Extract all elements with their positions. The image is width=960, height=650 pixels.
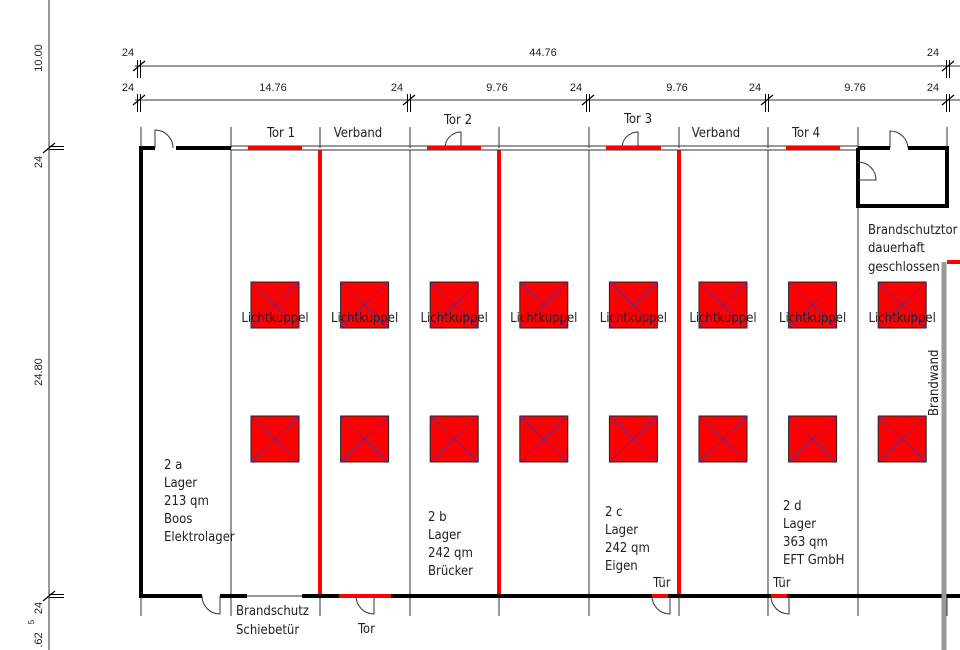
skylight bbox=[519, 415, 569, 463]
skylight: Lichtkuppel bbox=[421, 281, 488, 329]
skylight bbox=[340, 415, 390, 463]
tor-label: Tor bbox=[357, 622, 375, 637]
skylight: Lichtkuppel bbox=[331, 281, 398, 329]
labels: Tor 1 Verband Tor 2 Tor 3 Verband Tor 4 … bbox=[164, 112, 958, 638]
room-area: 213 qm bbox=[164, 494, 209, 509]
room-use: Lager bbox=[428, 528, 461, 543]
dim-tick bbox=[941, 60, 955, 72]
brandwand-label: Brandwand bbox=[927, 350, 942, 416]
room-tenant: EFT GmbH bbox=[783, 553, 844, 568]
dim-label: 24 bbox=[570, 82, 582, 94]
room-use: Lager bbox=[783, 517, 816, 532]
skylight bbox=[877, 415, 927, 463]
dim-tick bbox=[42, 590, 56, 602]
room-id: 2 c bbox=[605, 505, 623, 520]
skylight-label: Lichtkuppel bbox=[421, 311, 488, 326]
skylight bbox=[788, 415, 838, 463]
dim-label: 24 bbox=[33, 602, 45, 614]
dim-label: 24 bbox=[33, 156, 45, 168]
dim-label: 14.76 bbox=[259, 82, 287, 94]
dim-label: 10.00 bbox=[33, 44, 45, 72]
skylight: Lichtkuppel bbox=[510, 281, 577, 329]
dim-tick bbox=[941, 94, 955, 106]
skylight: Lichtkuppel bbox=[779, 281, 846, 329]
skylight: Lichtkuppel bbox=[689, 281, 757, 329]
tor-2-label: Tor 2 bbox=[443, 113, 472, 128]
tuer-label: Tür bbox=[652, 576, 671, 591]
skylight bbox=[608, 415, 658, 463]
skylight-label: Lichtkuppel bbox=[869, 311, 936, 326]
brandschutztor-label: dauerhaft bbox=[868, 241, 925, 256]
skylight bbox=[250, 415, 300, 463]
walls bbox=[139, 129, 960, 650]
verband-label: Verband bbox=[334, 126, 382, 141]
room-2c-label: 2 c Lager 242 qm Eigen bbox=[605, 505, 650, 574]
dim-label: 24 bbox=[391, 82, 403, 94]
tor-3-label: Tor 3 bbox=[623, 112, 652, 127]
dim-label: 5 bbox=[27, 619, 36, 624]
dim-label: 9.76 bbox=[486, 82, 507, 94]
columns bbox=[140, 127, 948, 616]
dim-tick bbox=[760, 94, 774, 106]
skylight: Lichtkuppel bbox=[869, 281, 936, 329]
skylight: Lichtkuppel bbox=[241, 281, 309, 329]
verband-label: Verband bbox=[692, 126, 740, 141]
dim-label: 24 bbox=[122, 47, 134, 59]
room-tenant: Elektrolager bbox=[164, 530, 235, 545]
skylight-label: Lichtkuppel bbox=[600, 311, 667, 326]
skylight-label: Lichtkuppel bbox=[779, 311, 846, 326]
skylight-label: Lichtkuppel bbox=[331, 311, 398, 326]
dim-label: 24.80 bbox=[33, 358, 45, 386]
room-tenant: Boos bbox=[164, 512, 192, 527]
dim-label: 9.76 bbox=[844, 82, 865, 94]
skylight-label: Lichtkuppel bbox=[241, 311, 308, 326]
skylight bbox=[429, 415, 479, 463]
dim-label: 9.76 bbox=[666, 82, 687, 94]
dim-tick bbox=[132, 60, 146, 72]
dim-tick bbox=[402, 94, 416, 106]
brandschutztor-label: Brandschutztor bbox=[868, 223, 958, 238]
room-tenant: Eigen bbox=[605, 559, 638, 574]
room-2d-label: 2 d Lager 363 qm EFT GmbH bbox=[783, 499, 844, 568]
dim-label: .62 bbox=[33, 632, 45, 647]
skylight-label: Lichtkuppel bbox=[510, 311, 577, 326]
tuer-label: Tür bbox=[772, 576, 791, 591]
dim-label: 44.76 bbox=[529, 47, 557, 59]
dim-label: 24 bbox=[749, 82, 761, 94]
room-id: 2 b bbox=[428, 510, 447, 525]
dim-label: 24 bbox=[927, 47, 939, 59]
room-id: 2 a bbox=[164, 458, 182, 473]
skylight bbox=[698, 415, 748, 463]
room-use: Lager bbox=[164, 476, 197, 491]
schiebetuer-label: Schiebetür bbox=[236, 623, 299, 638]
room-id: 2 d bbox=[783, 499, 802, 514]
room-2a-label: 2 a Lager 213 qm Boos Elektrolager bbox=[164, 458, 235, 545]
tor-4-label: Tor 4 bbox=[791, 126, 820, 141]
room-2b-label: 2 b Lager 242 qm Brücker bbox=[428, 510, 473, 579]
dim-tick bbox=[42, 142, 56, 154]
dim-tick bbox=[132, 94, 146, 106]
dim-label: 24 bbox=[122, 82, 134, 94]
room-area: 242 qm bbox=[605, 541, 650, 556]
dimension-lines: 24 44.76 24 24 14.76 24 9.76 24 9.76 24 … bbox=[27, 0, 960, 650]
room-use: Lager bbox=[605, 523, 638, 538]
tor-1-label: Tor 1 bbox=[266, 126, 295, 141]
room-area: 363 qm bbox=[783, 535, 828, 550]
dim-label: 24 bbox=[927, 82, 939, 94]
room-tenant: Brücker bbox=[428, 564, 473, 579]
brandschutztor-label: geschlossen bbox=[868, 260, 940, 275]
dim-tick bbox=[581, 94, 595, 106]
brandschutz-label: Brandschutz bbox=[236, 604, 309, 619]
skylight: Lichtkuppel bbox=[600, 281, 667, 329]
room-area: 242 qm bbox=[428, 546, 473, 561]
skylight-label: Lichtkuppel bbox=[689, 311, 756, 326]
skylights: Lichtkuppel Lichtkuppel Lichtkuppel Lichtku… bbox=[241, 281, 936, 463]
